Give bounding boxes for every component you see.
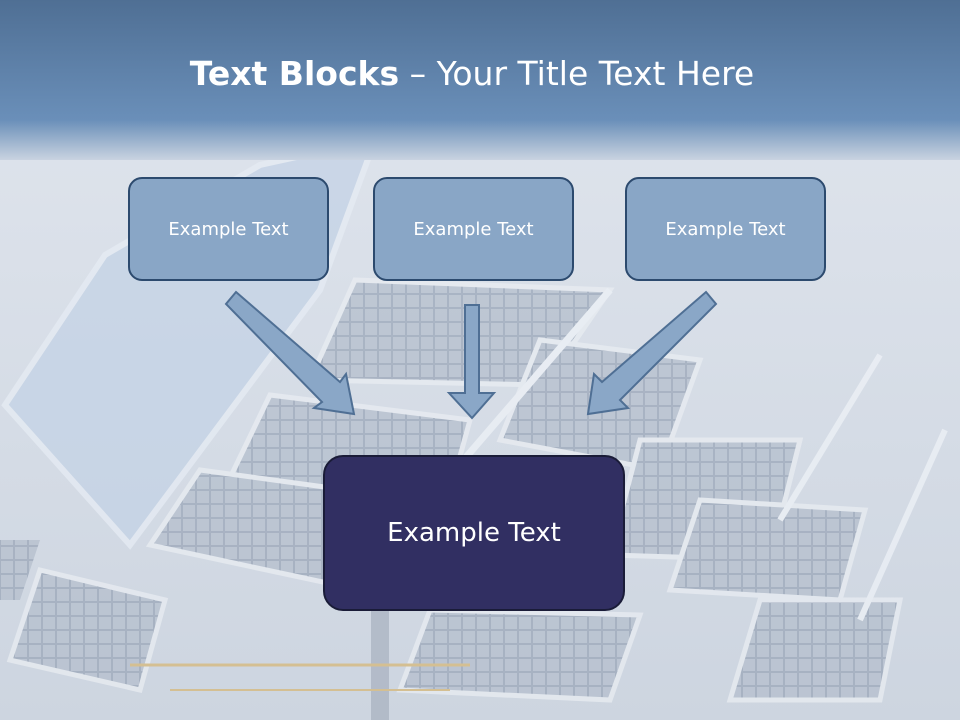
target-text-block-label: Example Text: [387, 518, 561, 548]
target-text-block[interactable]: Example Text: [323, 455, 625, 611]
title-bold-text: Text Blocks: [189, 54, 400, 93]
arrow-right-down-left: [586, 290, 718, 416]
arrow-center-down: [446, 304, 497, 420]
text-block-2-label: Example Text: [413, 218, 534, 240]
text-block-3-label: Example Text: [665, 218, 786, 240]
text-block-2[interactable]: Example Text: [373, 177, 574, 281]
text-block-1[interactable]: Example Text: [128, 177, 329, 281]
text-block-3[interactable]: Example Text: [625, 177, 826, 281]
slide-title: Text Blocks – Your Title Text Here: [0, 54, 944, 93]
header-band: [0, 0, 960, 160]
text-block-1-label: Example Text: [168, 218, 289, 240]
arrow-left-down-right: [224, 290, 356, 416]
title-rest-text: Your Title Text Here: [436, 54, 755, 93]
title-dash: –: [409, 54, 427, 93]
